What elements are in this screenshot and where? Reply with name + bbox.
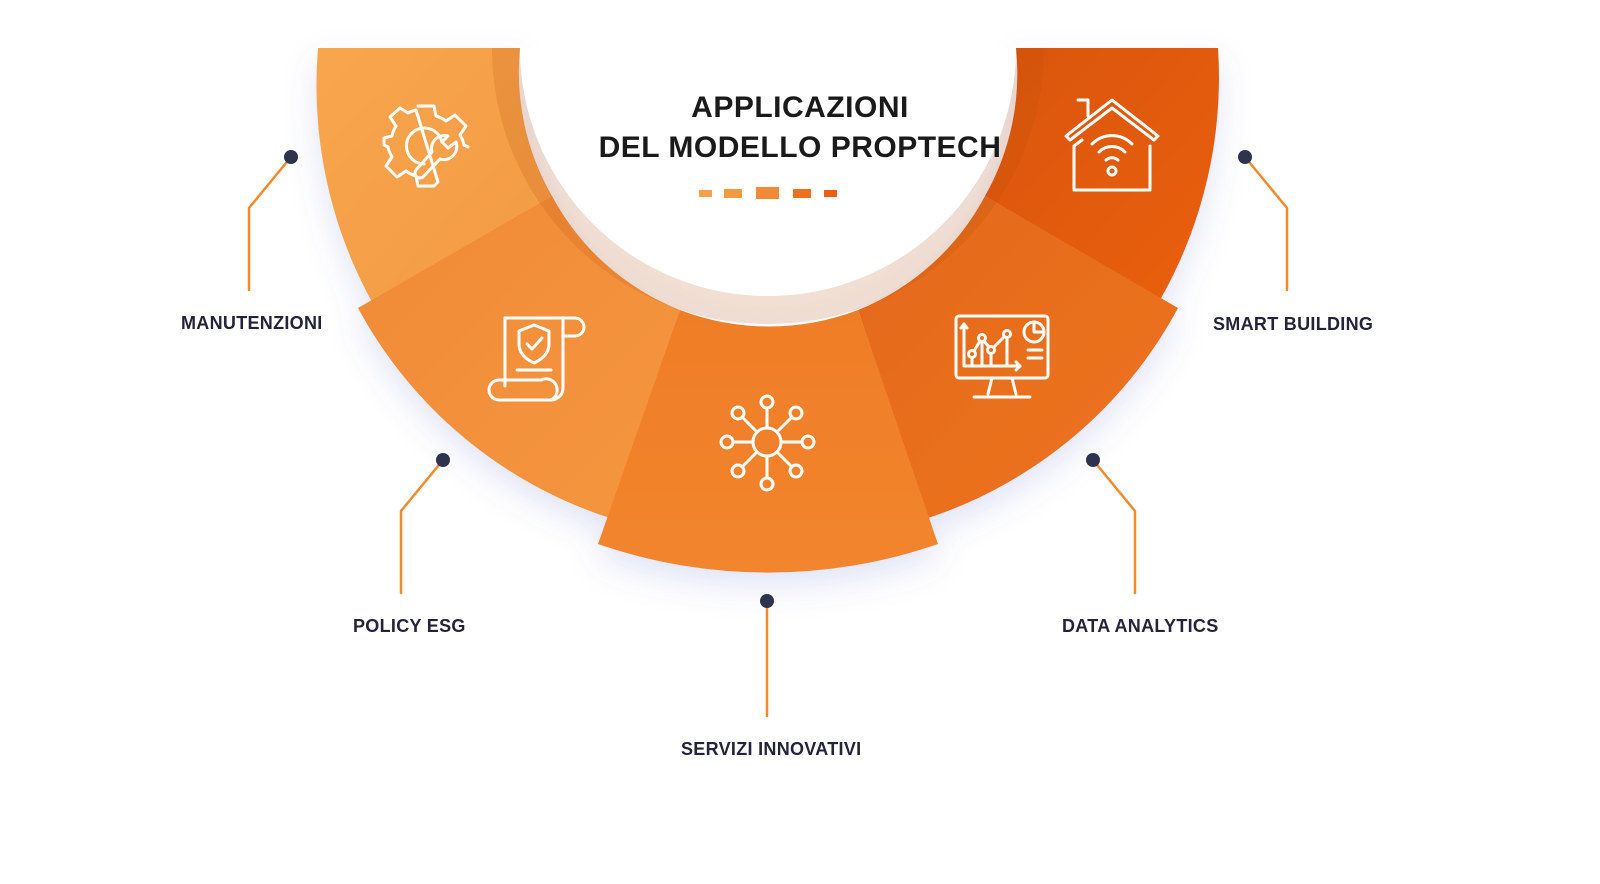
gear-wrench-icon (382, 104, 470, 188)
segmented-ring (316, 48, 1219, 573)
label-policy-esg: POLICY ESG (353, 616, 466, 636)
title-line-1: APPLICAZIONI (691, 91, 909, 124)
inner-shadow-band (492, 48, 1044, 324)
dot-manutenzioni (284, 150, 298, 164)
segment-policy-esg (358, 196, 680, 518)
label-manutenzioni: MANUTENZIONI (181, 313, 323, 333)
label-servizi-innovativi: SERVIZI INNOVATIVI (681, 739, 862, 759)
label-data-analytics: DATA ANALYTICS (1062, 616, 1219, 636)
dot-policy-esg (436, 453, 450, 467)
dot-servizi-innovativi (760, 594, 774, 608)
segment-servizi-innovativi (598, 310, 938, 573)
title-line-2: DEL MODELLO PROPTECH (598, 131, 1002, 164)
segment-manutenzioni (316, 48, 552, 302)
analytics-monitor-icon (954, 314, 1050, 399)
center-disc (520, 48, 1016, 296)
shield-document-icon (487, 316, 586, 402)
connector-manutenzioni (247, 155, 293, 292)
diagram-title: APPLICAZIONI DEL MODELLO PROPTECH (560, 88, 1040, 168)
dot-smart-building (1238, 150, 1252, 164)
segment-data-analytics (858, 196, 1178, 518)
connector-data-analytics (1091, 458, 1137, 595)
connector-smart-building (1243, 155, 1289, 292)
label-smart-building: SMART BUILDING (1213, 314, 1374, 334)
title-dashes (699, 187, 837, 199)
segment-smart-building (985, 48, 1219, 300)
connector-policy-esg (399, 458, 445, 595)
network-hub-icon (719, 394, 816, 492)
smart-home-icon (1064, 98, 1160, 192)
dot-data-analytics (1086, 453, 1100, 467)
